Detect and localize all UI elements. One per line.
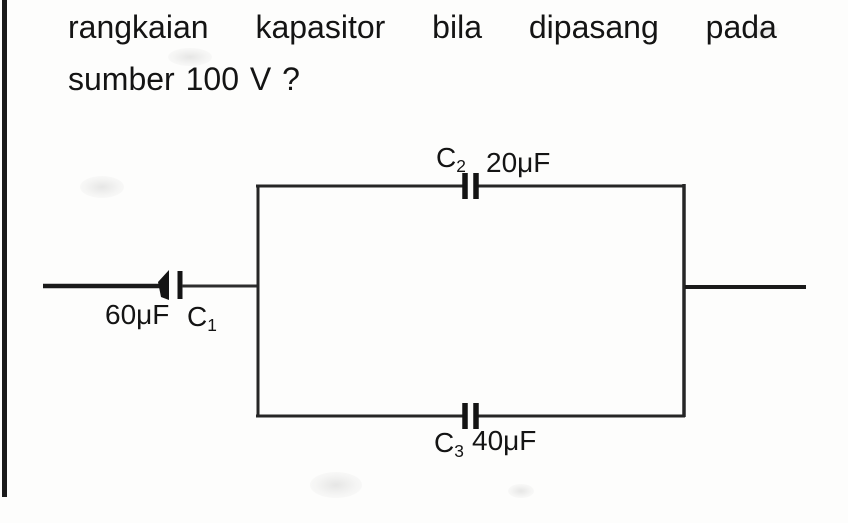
capacitor-c1-value: 60μF [105,299,170,330]
capacitor-c3-label: C3 [434,427,464,461]
capacitor-c2-value: 20μF [486,147,551,178]
page-left-border [2,0,7,497]
capacitor-c1-label: C1 [187,301,217,335]
question-line-1: rangkaian kapasitor bila dipasang pada [68,9,777,45]
capacitor-c1-plate-left [158,270,169,300]
capacitor-c3-value: 40μF [472,425,537,456]
question-line-2: sumber 100 V ? [68,61,300,97]
capacitor-c2-label: C2 [436,142,466,176]
